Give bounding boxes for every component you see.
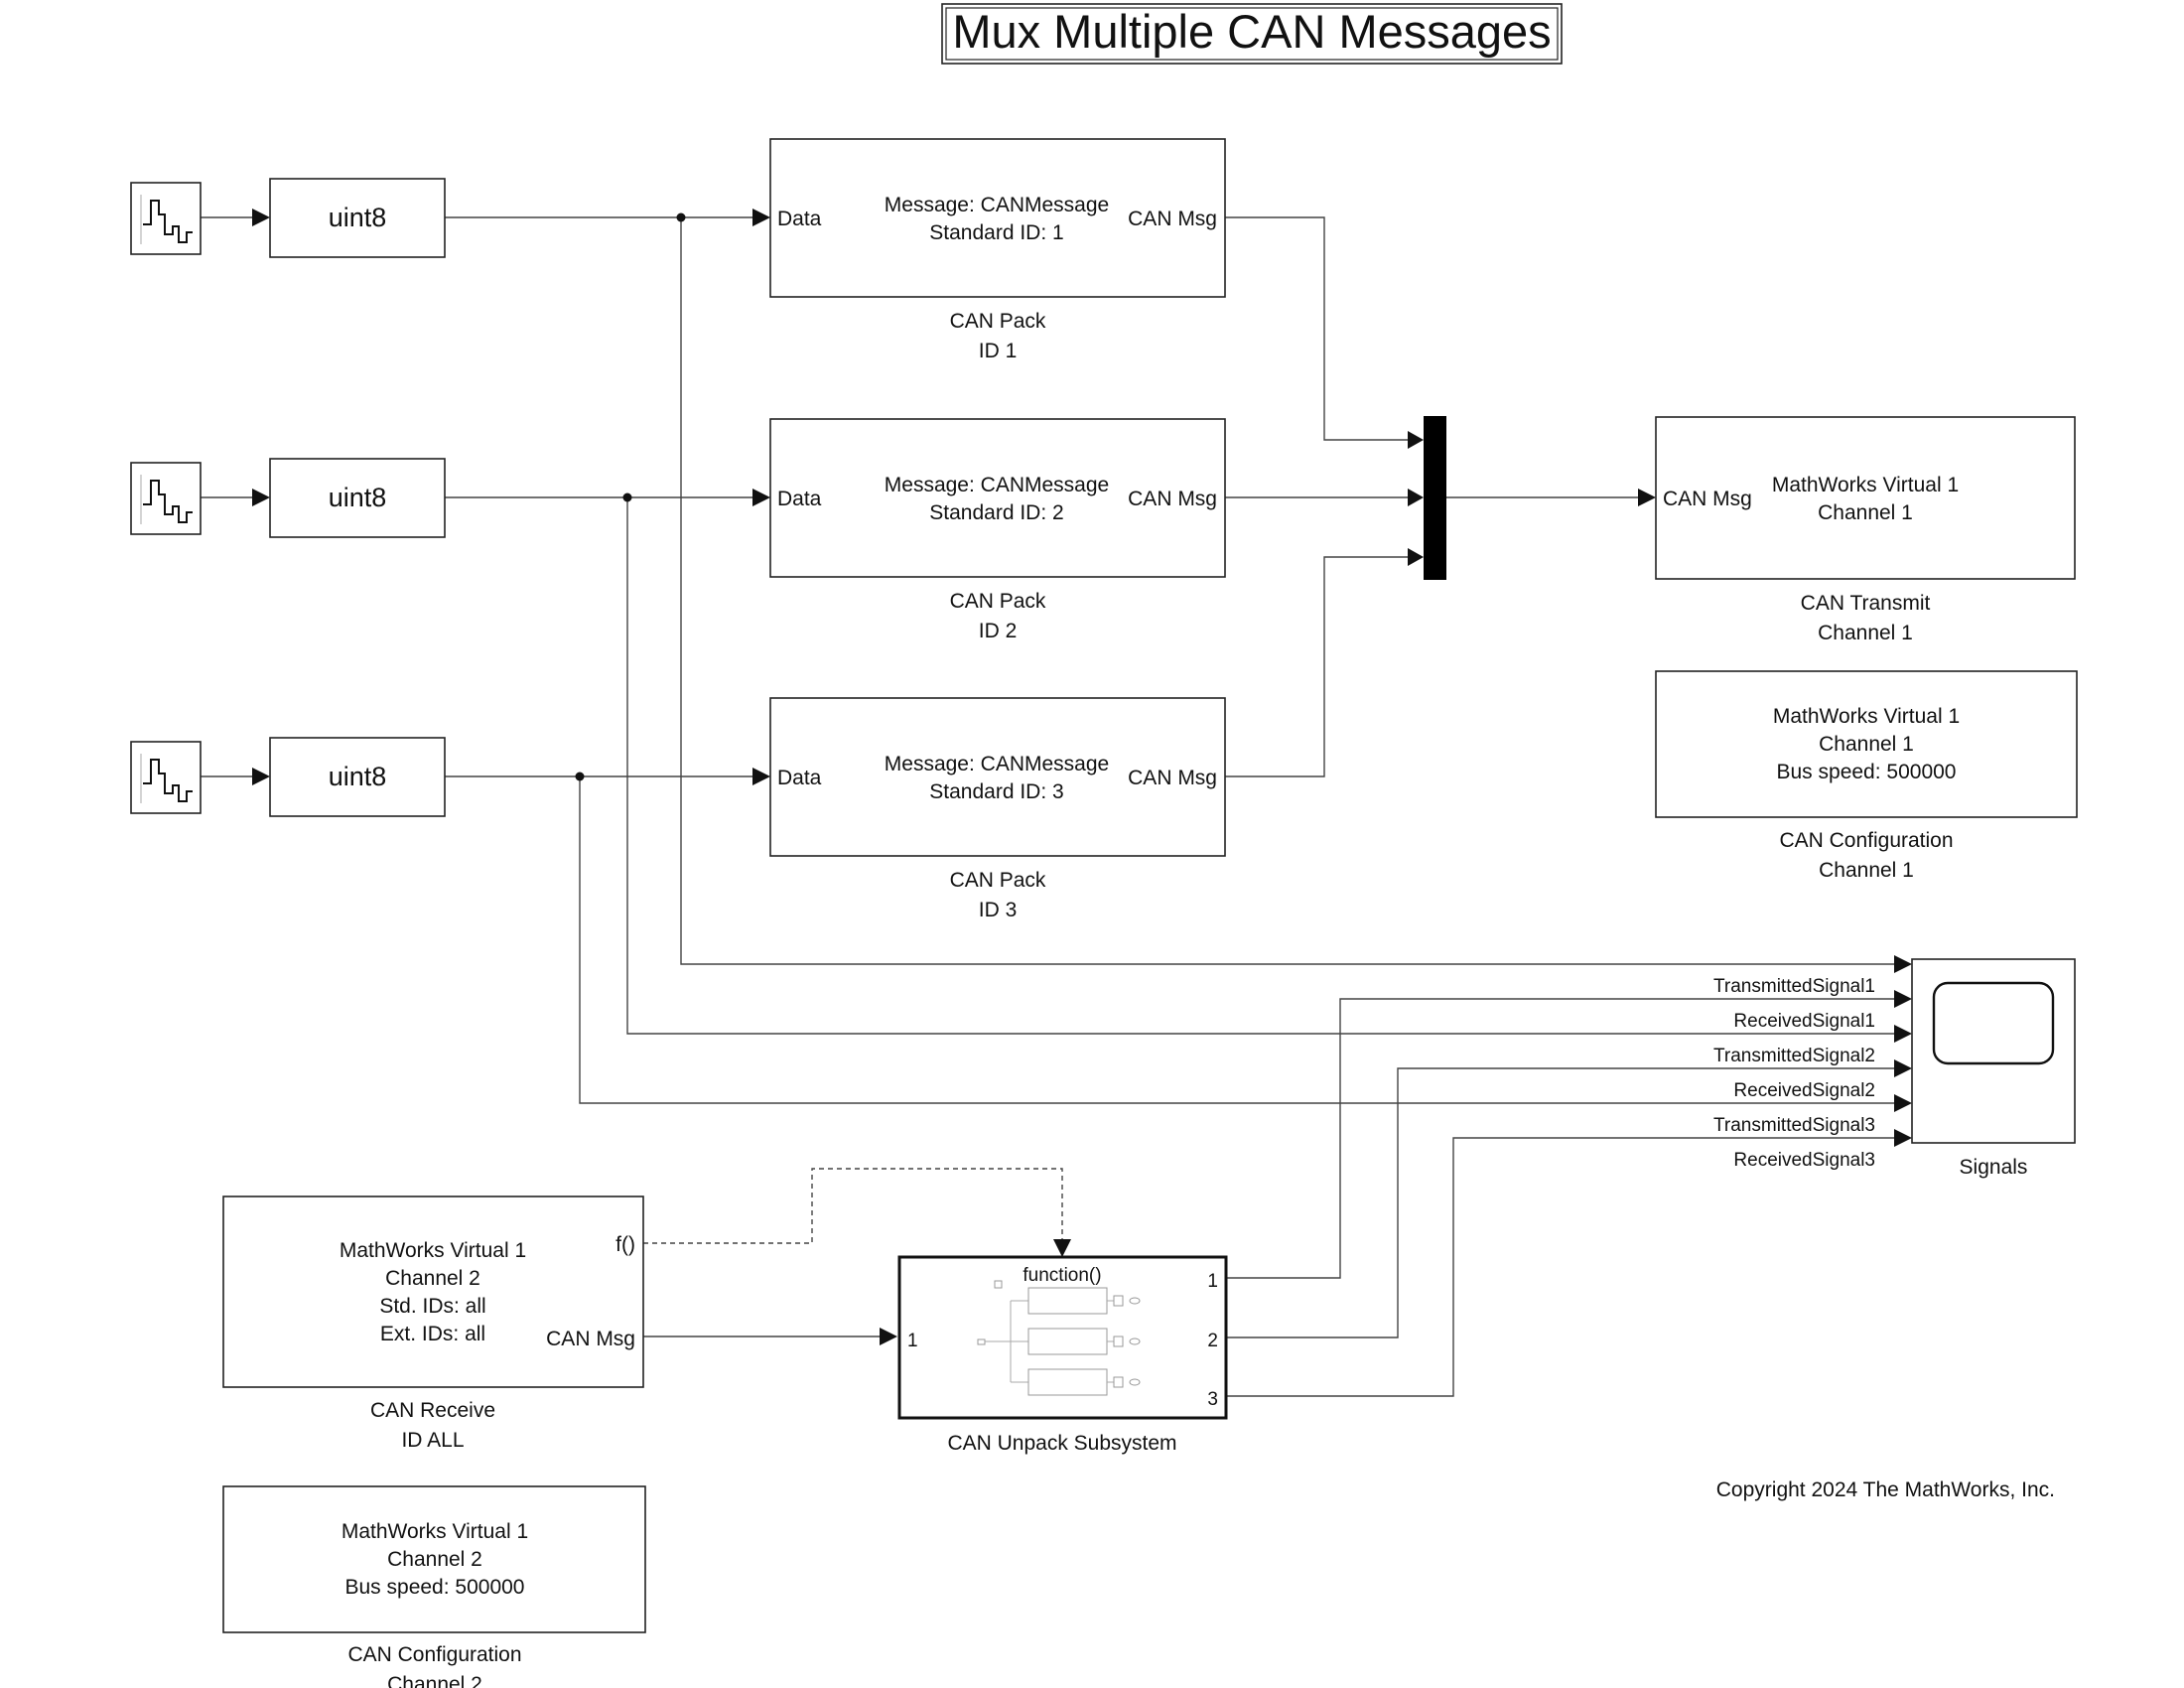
receive-std-ids: Std. IDs: all [379,1295,485,1318]
signal-label: TransmittedSignal1 [1713,976,1875,997]
signal-label: ReceivedSignal1 [1733,1011,1875,1032]
block-name-id: ID 1 [979,340,1018,362]
scope-screen-icon [1932,981,2055,1065]
can-pack-block-2[interactable]: Data Message: CANMessage Standard ID: 2 … [769,418,1226,642]
config-bus-speed: Bus speed: 500000 [1777,761,1957,783]
block-name-id: ID 3 [979,899,1018,921]
port-label-can-msg: CAN Msg [1128,767,1217,789]
pack-std-id: Standard ID: 1 [929,221,1063,244]
repeating-sequence-icon [140,475,193,524]
config-bus-speed: Bus speed: 500000 [345,1576,525,1599]
convert-block-3[interactable]: uint8 [269,737,446,817]
source-block-3[interactable] [130,741,202,814]
repeating-sequence-icon [140,754,193,803]
receive-device: MathWorks Virtual 1 [340,1239,526,1262]
mux-block[interactable] [1424,416,1446,580]
can-unpack-subsystem-block[interactable]: function() 1 1 2 3 CAN Unpack Subsyst [897,1255,1228,1455]
block-name-channel: Channel 2 [387,1673,482,1688]
out-port-label: 3 [1207,1389,1218,1410]
receive-ext-ids: Ext. IDs: all [380,1323,485,1345]
pack-std-id: Standard ID: 3 [929,780,1063,803]
block-name: CAN Pack [950,310,1046,333]
port-label-fcall: f() [615,1233,635,1256]
port-label-can-msg: CAN Msg [1128,488,1217,510]
signal-label: TransmittedSignal2 [1713,1046,1875,1066]
convert-label: uint8 [329,483,387,512]
can-transmit-block[interactable]: CAN Msg MathWorks Virtual 1 Channel 1 CA… [1655,416,2076,644]
port-label-can-msg: CAN Msg [1663,488,1752,510]
block-name-channel: Channel 1 [1819,859,1914,882]
block-name-channel: Channel 1 [1818,622,1913,644]
config-device: MathWorks Virtual 1 [341,1520,528,1543]
block-name-id: ID 2 [979,620,1018,642]
port-label-can-msg: CAN Msg [546,1328,635,1350]
out-port-label: 1 [1207,1271,1218,1292]
can-pack-block-3[interactable]: Data Message: CANMessage Standard ID: 3 … [769,697,1226,921]
subsystem-preview-icon [977,1280,1141,1396]
block-name: CAN Receive [370,1399,495,1422]
out-port-label: 2 [1207,1331,1218,1351]
port-label-data: Data [777,488,822,510]
signal-lines [201,216,1896,1397]
model-title: Mux Multiple CAN Messages [941,3,1563,65]
repeating-sequence-icon [140,195,193,244]
scope-name: Signals [1960,1156,2028,1179]
can-pack-block-1[interactable]: Data Message: CANMessage Standard ID: 1 … [769,138,1226,362]
port-label-can-msg: CAN Msg [1128,208,1217,230]
config-channel: Channel 1 [1819,733,1914,756]
port-label-data: Data [777,767,822,789]
pack-std-id: Standard ID: 2 [929,501,1063,524]
transmit-device: MathWorks Virtual 1 [1772,474,1959,496]
pack-message: Message: CANMessage [885,194,1109,216]
scope-block[interactable]: Signals [1911,958,2076,1179]
source-block-1[interactable] [130,182,202,255]
receive-channel: Channel 2 [385,1267,480,1290]
pack-message: Message: CANMessage [885,753,1109,775]
block-name: CAN Configuration [347,1643,521,1666]
convert-label: uint8 [329,203,387,232]
block-name: CAN Transmit [1801,592,1931,615]
can-configuration-block-1[interactable]: MathWorks Virtual 1 Channel 1 Bus speed:… [1655,670,2078,882]
config-channel: Channel 2 [387,1548,482,1571]
subsystem-name: CAN Unpack Subsystem [947,1432,1176,1455]
can-configuration-block-2[interactable]: MathWorks Virtual 1 Channel 2 Bus speed:… [222,1485,646,1688]
branch-junctions [575,212,686,781]
convert-label: uint8 [329,762,387,791]
arrowheads [252,209,1912,1345]
signal-label: TransmittedSignal3 [1713,1115,1875,1136]
signal-label: ReceivedSignal3 [1733,1150,1875,1171]
transmit-channel: Channel 1 [1818,501,1913,524]
copyright-text: Copyright 2024 The MathWorks, Inc. [1716,1478,2055,1501]
scope-signal-labels: TransmittedSignal1 ReceivedSignal1 Trans… [1713,976,1875,1171]
can-receive-block[interactable]: MathWorks Virtual 1 Channel 2 Std. IDs: … [222,1196,644,1452]
trigger-label: function() [1023,1265,1101,1286]
in-port-label: 1 [907,1331,918,1351]
convert-block-1[interactable]: uint8 [269,178,446,258]
config-device: MathWorks Virtual 1 [1773,705,1960,728]
source-block-2[interactable] [130,462,202,535]
port-label-data: Data [777,208,822,230]
convert-block-2[interactable]: uint8 [269,458,446,538]
title-text: Mux Multiple CAN Messages [952,5,1551,58]
signal-label: ReceivedSignal2 [1733,1080,1875,1101]
block-name: CAN Configuration [1779,829,1953,852]
block-name: CAN Pack [950,590,1046,613]
pack-message: Message: CANMessage [885,474,1109,496]
block-name-id: ID ALL [401,1429,464,1452]
block-name: CAN Pack [950,869,1046,892]
